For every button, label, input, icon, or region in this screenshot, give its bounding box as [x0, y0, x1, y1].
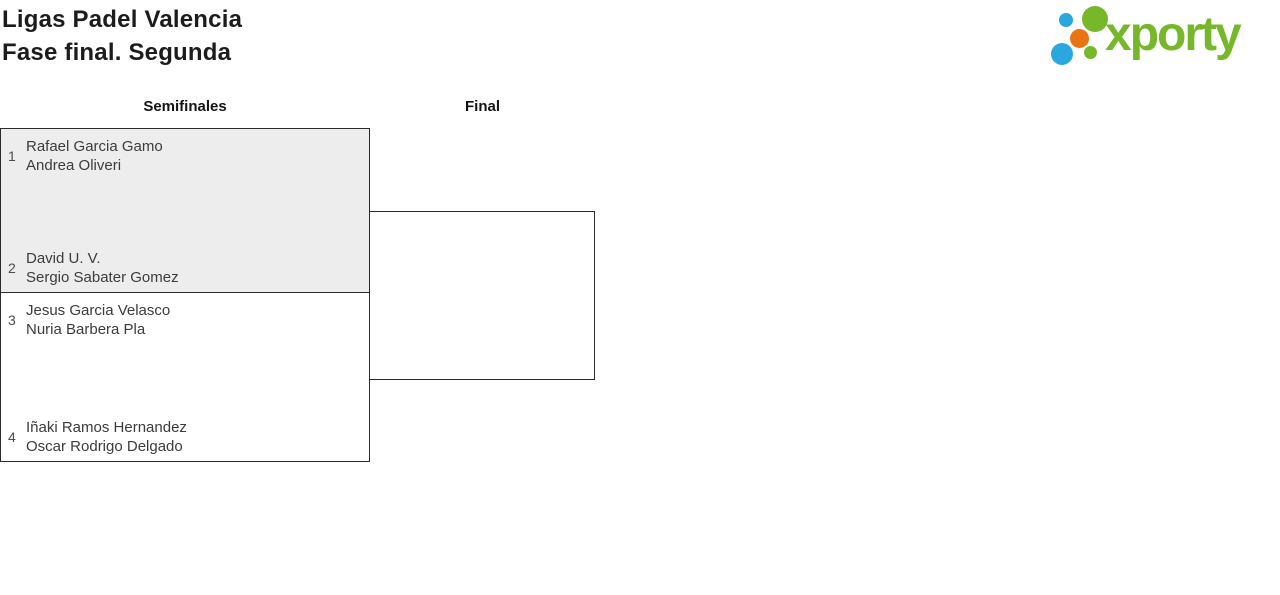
- team-entry[interactable]: 2 David U. V. Sergio Sabater Gomez: [1, 249, 369, 287]
- logo-dot-icon: [1059, 13, 1073, 27]
- team-entry[interactable]: 3 Jesus Garcia Velasco Nuria Barbera Pla: [1, 301, 369, 339]
- round-header-final: Final: [464, 98, 500, 115]
- player-name: David U. V.: [26, 250, 101, 267]
- xporty-logo[interactable]: xporty: [1050, 0, 1278, 72]
- seed-number: 2: [8, 260, 16, 276]
- page-title-line2: Fase final. Segunda: [2, 39, 232, 66]
- page-title-line1: Ligas Padel Valencia: [2, 6, 243, 33]
- logo-dot-icon: [1082, 6, 1108, 32]
- match-box-semifinal-1[interactable]: 1 Rafael Garcia Gamo Andrea Oliveri 2 Da…: [0, 128, 370, 293]
- seed-number: 1: [8, 148, 16, 164]
- player-name: Nuria Barbera Pla: [26, 321, 146, 338]
- team-entry[interactable]: 4 Iñaki Ramos Hernandez Oscar Rodrigo De…: [1, 418, 369, 456]
- seed-number: 3: [8, 312, 16, 328]
- logo-dot-icon: [1084, 46, 1097, 59]
- logo-dot-icon: [1051, 43, 1073, 65]
- round-header-semifinales: Semifinales: [143, 98, 227, 115]
- player-name: Iñaki Ramos Hernandez: [26, 419, 187, 436]
- match-box-final[interactable]: [369, 211, 595, 380]
- logo-dot-icon: [1070, 29, 1089, 48]
- player-name: Rafael Garcia Gamo: [26, 138, 163, 155]
- logo-wordmark: xporty: [1105, 8, 1242, 61]
- page-title: Ligas Padel Valencia Fase final. Segunda: [2, 3, 242, 69]
- player-name: Oscar Rodrigo Delgado: [26, 438, 183, 455]
- player-name: Sergio Sabater Gomez: [26, 269, 179, 286]
- player-name: Andrea Oliveri: [26, 157, 122, 174]
- seed-number: 4: [8, 429, 16, 445]
- match-box-semifinal-2[interactable]: 3 Jesus Garcia Velasco Nuria Barbera Pla…: [0, 292, 370, 462]
- team-entry[interactable]: 1 Rafael Garcia Gamo Andrea Oliveri: [1, 137, 369, 175]
- player-name: Jesus Garcia Velasco: [26, 302, 171, 319]
